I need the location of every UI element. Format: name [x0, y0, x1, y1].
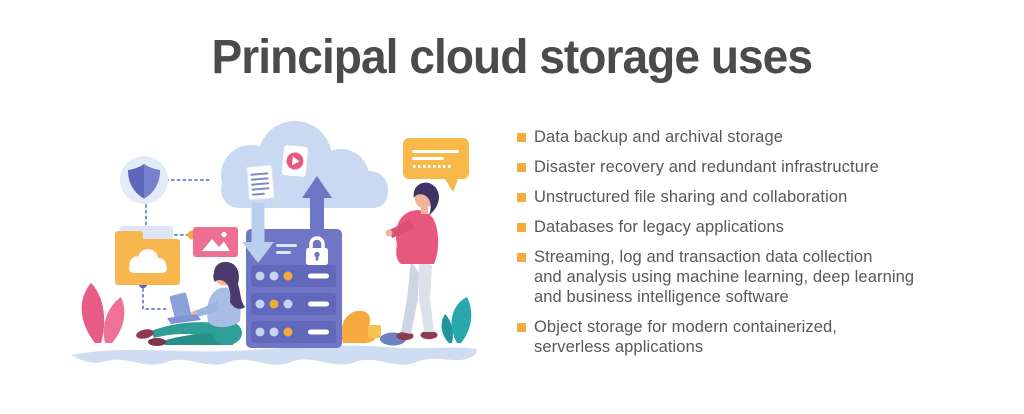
download-arrow-icon [242, 203, 274, 263]
speech-bubble-icon [403, 138, 469, 192]
bullet-square-icon [517, 223, 526, 232]
yellow-block [368, 325, 381, 338]
upload-arrow-icon [302, 176, 332, 233]
list-item: Streaming, log and transaction data coll… [517, 247, 979, 307]
connector-lines [142, 179, 212, 310]
list-item: Unstructured file sharing and collaborat… [517, 187, 979, 207]
server-row [251, 293, 336, 315]
page-title: Principal cloud storage uses [211, 31, 813, 84]
video-file-icon [281, 145, 308, 177]
plant-teal [441, 297, 472, 343]
bullet-square-icon [517, 133, 526, 142]
list-item-text: Data backup and archival storage [534, 128, 784, 146]
bullet-square-icon [517, 253, 526, 262]
list-item: Disaster recovery and redundant infrastr… [517, 157, 979, 177]
image-icon [193, 227, 238, 257]
shield-icon [120, 156, 168, 204]
list-item-text: Unstructured file sharing and collaborat… [534, 188, 848, 206]
server-row [251, 321, 336, 343]
document-icon [246, 164, 275, 201]
list-item-text: Disaster recovery and redundant infrastr… [534, 158, 879, 176]
uses-list: Data backup and archival storage Disaste… [517, 127, 979, 367]
bullet-square-icon [517, 323, 526, 332]
list-item: Data backup and archival storage [517, 127, 979, 147]
standing-man [385, 182, 439, 341]
illustration [71, 121, 477, 365]
list-item-text: Object storage for modern containerized,… [534, 318, 837, 356]
bullet-square-icon [517, 163, 526, 172]
ground-wave [71, 345, 477, 365]
woman-with-laptop [136, 261, 245, 346]
list-item-text: Streaming, log and transaction data coll… [534, 248, 915, 306]
folder-cloud-icon [115, 226, 180, 285]
bullet-square-icon [517, 193, 526, 202]
server-rack [246, 229, 342, 348]
server-row [251, 265, 336, 287]
list-item: Databases for legacy applications [517, 217, 979, 237]
lock-icon [306, 236, 328, 265]
list-item: Object storage for modern containerized,… [517, 317, 979, 357]
laptop-icon [167, 292, 201, 324]
list-item-text: Databases for legacy applications [534, 218, 785, 236]
plant-pink [81, 283, 125, 343]
